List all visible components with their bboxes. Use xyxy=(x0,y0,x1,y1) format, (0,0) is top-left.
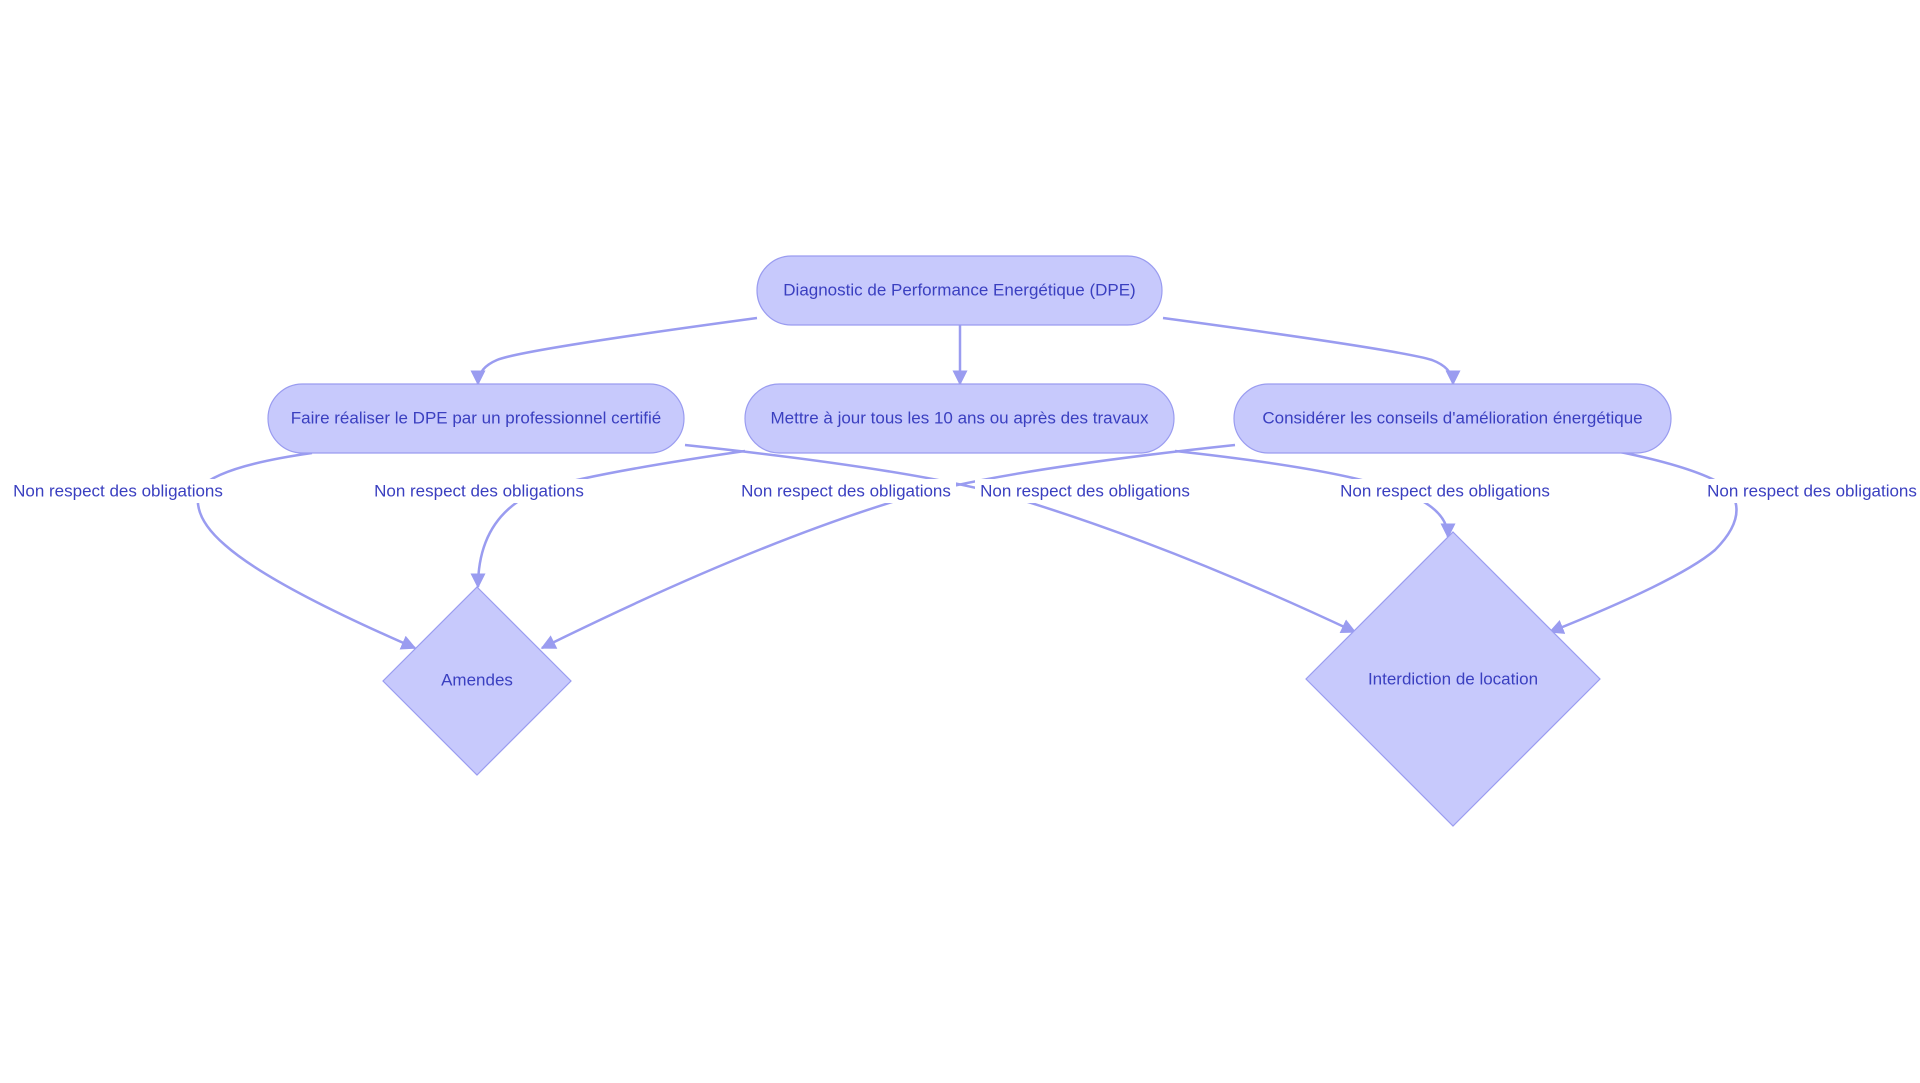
node-update[interactable]: Mettre à jour tous les 10 ans ou après d… xyxy=(744,383,1175,454)
node-dpe-label: Diagnostic de Performance Energétique (D… xyxy=(783,281,1135,300)
edge-label-text: Non respect des obligations xyxy=(13,482,223,501)
node-certified-label: Faire réaliser le DPE par un professionn… xyxy=(291,409,661,428)
edge-label-text: Non respect des obligations xyxy=(980,482,1190,501)
node-certified[interactable]: Faire réaliser le DPE par un professionn… xyxy=(267,383,685,454)
node-update-label: Mettre à jour tous les 10 ans ou après d… xyxy=(771,409,1149,428)
node-advice[interactable]: Considérer les conseils d'amélioration é… xyxy=(1233,383,1672,454)
edge-certified-to-fines xyxy=(196,451,417,650)
edge-dpe-to-advice xyxy=(1162,316,1461,386)
edge-label-text: Non respect des obligations xyxy=(1340,482,1550,501)
edge-dpe-to-certified xyxy=(470,316,758,386)
edge-label-certified-fines: Non respect des obligations xyxy=(8,479,228,503)
node-fines-label: Amendes xyxy=(441,671,513,690)
node-fines[interactable]: Amendes xyxy=(382,586,572,776)
edge-advice-to-ban xyxy=(1548,449,1738,634)
node-ban[interactable]: Interdiction de location xyxy=(1305,531,1601,827)
edge-update-to-fines xyxy=(470,449,746,589)
edge-label-advice-fines: Non respect des obligations xyxy=(736,479,956,503)
edge-label-update-fines: Non respect des obligations xyxy=(369,479,589,503)
edge-label-update-ban: Non respect des obligations xyxy=(1335,479,1555,503)
node-dpe[interactable]: Diagnostic de Performance Energétique (D… xyxy=(756,255,1163,326)
edge-label-certified-ban: Non respect des obligations xyxy=(975,479,1195,503)
edge-label-text: Non respect des obligations xyxy=(1707,482,1917,501)
edge-label-text: Non respect des obligations xyxy=(374,482,584,501)
edge-label-text: Non respect des obligations xyxy=(741,482,951,501)
node-ban-label: Interdiction de location xyxy=(1368,670,1538,689)
node-advice-label: Considérer les conseils d'amélioration é… xyxy=(1262,409,1642,428)
edge-advice-to-fines xyxy=(540,443,1236,650)
edge-label-advice-ban: Non respect des obligations xyxy=(1702,479,1920,503)
